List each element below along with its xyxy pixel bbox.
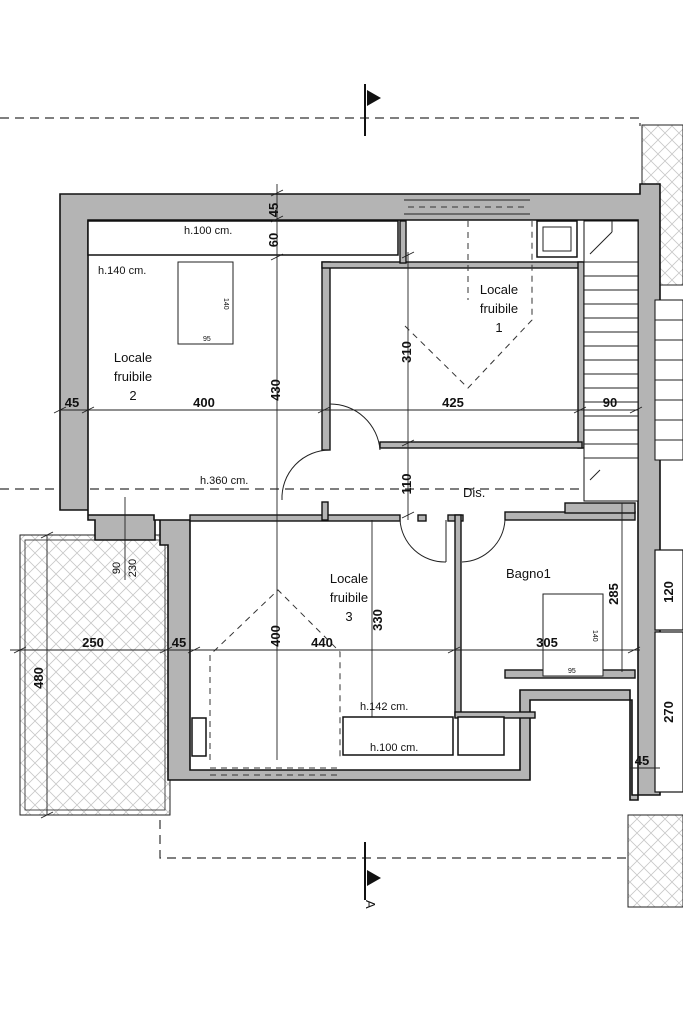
adjacent-stair [654,299,683,793]
tub-depth-label: 95 [568,668,576,675]
dim-90-window: 90 [111,562,123,574]
bed-depth-label: 95 [203,336,211,343]
shelf-top [87,220,399,256]
dim-90-right: 90 [603,395,617,410]
roof-line-room3 [209,589,341,760]
svg-text:2: 2 [129,388,136,403]
svg-text:Locale: Locale [330,571,368,586]
height-center: h.360 cm. [200,475,248,487]
height-shelf-top: h.100 cm. [184,225,232,237]
shelf-bottom [342,716,454,756]
height-shelf-bottom: h.100 cm. [370,742,418,754]
svg-text:fruibile: fruibile [480,301,518,316]
room-label-bagno: Bagno1 [506,566,551,581]
dim-480: 480 [31,667,46,689]
svg-text:1: 1 [495,320,502,335]
dim-425: 425 [442,395,464,410]
svg-text:Locale: Locale [480,282,518,297]
dim-430: 430 [268,379,283,401]
dim-45-top: 45 [266,203,281,217]
shelf-bottom-right [457,716,505,756]
window-top [404,199,530,215]
svg-text:fruibile: fruibile [114,369,152,384]
dim-45-bottom: 45 [635,753,649,768]
dim-285: 285 [606,583,621,605]
dim-270: 270 [661,701,676,723]
roof-line-room1 [404,221,533,389]
dim-45-left: 45 [65,395,79,410]
doors [281,403,506,563]
dimension-lines [10,184,660,819]
section-line-top [0,117,641,126]
room-label-dis: Dis. [463,485,485,500]
room-label-2: Locale fruibile 2 [114,350,152,403]
room-label-3: Locale fruibile 3 [330,571,368,624]
tub-width-label: 140 [591,630,598,642]
svg-text:3: 3 [345,609,352,624]
niche-bottom-left [191,717,207,757]
dim-330: 330 [370,609,385,631]
terrace-left [19,534,171,816]
height-room2: h.140 cm. [98,265,146,277]
bed-room2: 140 95 [177,261,234,345]
svg-text:fruibile: fruibile [330,590,368,605]
dim-400-v: 400 [268,625,283,647]
dim-60: 60 [266,233,281,247]
terrace-right-bottom [627,814,683,908]
dim-45-mid: 45 [172,635,186,650]
niche-top-right-inner [542,226,572,252]
height-room3: h.142 cm. [360,701,408,713]
dim-230: 230 [127,559,139,577]
room-label-1: Locale fruibile 1 [480,282,518,335]
dim-440: 440 [311,635,333,650]
svg-text:Locale: Locale [114,350,152,365]
section-line-bottom [159,820,630,859]
staircase [583,220,639,502]
section-marker-bottom: A [363,842,381,909]
dim-400: 400 [193,395,215,410]
dim-120: 120 [661,581,676,603]
dim-110: 110 [399,474,414,495]
dim-305: 305 [536,635,558,650]
dim-310: 310 [399,341,414,363]
bathtub: 140 95 [542,593,604,677]
dim-250: 250 [82,635,104,650]
section-label: A [363,900,378,909]
bed-width-label: 140 [222,298,229,310]
section-marker-top [364,84,381,136]
